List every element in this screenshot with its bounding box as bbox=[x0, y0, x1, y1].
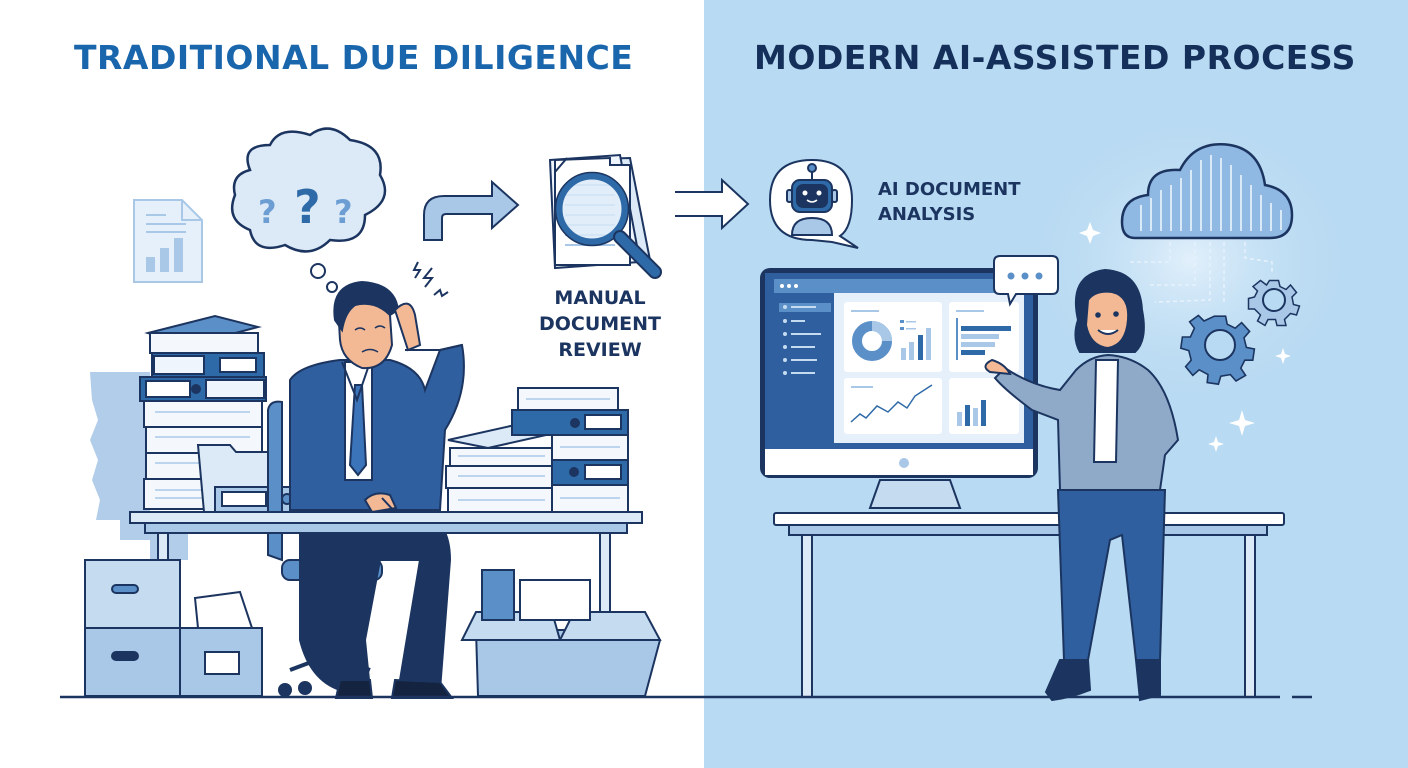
svg-text:?: ? bbox=[334, 193, 353, 231]
label-line: AI DOCUMENT bbox=[878, 179, 1021, 200]
robot-avatar-icon bbox=[768, 158, 859, 249]
document-magnifier-icon bbox=[548, 153, 662, 279]
file-boxes bbox=[84, 559, 662, 697]
binder-stack-left bbox=[139, 314, 267, 510]
modern-desk bbox=[773, 512, 1285, 698]
speech-bubble-icon bbox=[993, 255, 1059, 307]
label-line: REVIEW bbox=[558, 339, 642, 361]
right-arrow-icon bbox=[675, 177, 750, 231]
manual-review-label: MANUAL DOCUMENT REVIEW bbox=[520, 285, 680, 363]
smiling-businesswoman bbox=[984, 268, 1180, 702]
curved-arrow-icon bbox=[423, 179, 520, 241]
stress-marks-icon bbox=[412, 261, 449, 298]
report-document-icon bbox=[133, 199, 203, 283]
stressed-businessman bbox=[289, 280, 465, 699]
svg-text:?: ? bbox=[294, 180, 321, 234]
label-line: ANALYSIS bbox=[878, 204, 976, 225]
modern-title: MODERN AI-ASSISTED PROCESS bbox=[754, 38, 1356, 77]
label-line: MANUAL bbox=[554, 287, 646, 309]
label-line: DOCUMENT bbox=[538, 313, 662, 335]
cloud-data-icon bbox=[1120, 143, 1294, 305]
traditional-title: TRADITIONAL DUE DILIGENCE bbox=[74, 38, 634, 77]
thought-bubble-question-marks: ? ? ? bbox=[230, 127, 387, 293]
sparkle-icons bbox=[1079, 222, 1291, 452]
monitor-dashboard bbox=[760, 268, 1038, 509]
svg-text:?: ? bbox=[258, 193, 277, 231]
paper-stack-right bbox=[445, 387, 629, 513]
ai-analysis-label: AI DOCUMENT ANALYSIS bbox=[878, 177, 1058, 227]
gears-icon bbox=[1179, 279, 1301, 386]
